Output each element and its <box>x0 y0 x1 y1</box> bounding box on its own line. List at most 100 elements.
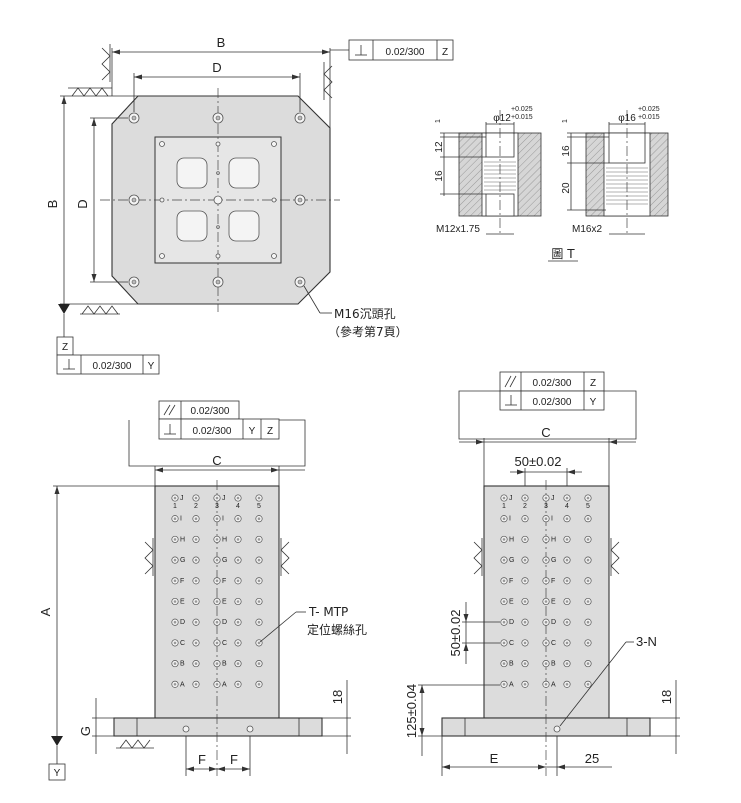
tmtp-hole-core <box>236 600 240 603</box>
row-letter: A <box>180 681 185 688</box>
gdt-value: 0.02/300 <box>191 406 230 417</box>
row-letter: H <box>509 536 514 543</box>
row-letter: D <box>509 619 514 626</box>
tmtp-hole-core <box>586 517 590 520</box>
tmtp-hole-core <box>194 683 198 686</box>
gdt-frame-top-view-bottom: Z 0.02/300 Y <box>56 314 160 375</box>
tmtp-hole-core <box>215 620 219 624</box>
callout-3n: 3-N <box>636 634 657 649</box>
tmtp-hole-core <box>194 579 198 583</box>
column-number: 2 <box>194 503 198 510</box>
tmtp-hole-core <box>257 620 261 624</box>
row-letter: G <box>551 557 556 564</box>
tmtp-hole-core <box>236 558 240 562</box>
tmtp-hole-core <box>257 662 261 665</box>
detail-m12-tol: +0.025 <box>511 106 533 113</box>
tmtp-hole-core <box>257 538 261 541</box>
top-view: B D B D <box>45 35 454 375</box>
tmtp-hole-core <box>257 579 261 583</box>
column-number: 1 <box>173 503 177 510</box>
tmtp-hole-core <box>565 662 569 665</box>
tmtp-hole-core <box>523 641 527 645</box>
tmtp-hole-core <box>523 538 527 541</box>
tmtp-hole-core <box>173 517 177 520</box>
detail-t: φ12 +0.025 +0.015 1 12 16 M12x1.75 φ16 +… <box>434 106 669 262</box>
dim-d-top: D <box>212 60 221 75</box>
tmtp-hole-core <box>215 600 219 603</box>
row-letter: J <box>180 495 184 502</box>
tmtp-hole-core <box>586 558 590 562</box>
tmtp-hole-core <box>502 558 506 562</box>
tmtp-hole-core <box>586 662 590 665</box>
tmtp-hole-core <box>215 683 219 686</box>
tmtp-hole-core <box>173 683 177 686</box>
datum-y-label: Y <box>54 768 61 779</box>
tmtp-hole-core <box>257 517 261 520</box>
detail-m16-dia: φ16 <box>618 113 636 124</box>
tmtp-hole-core <box>502 538 506 541</box>
tmtp-hole-core <box>565 538 569 541</box>
detail-m12-dia: φ12 <box>493 113 511 124</box>
tmtp-hole-core <box>544 496 548 500</box>
row-letter: A <box>509 681 514 688</box>
m16-callout: M16沉頭孔 <box>334 307 396 321</box>
datum-triangle-icon <box>51 736 63 746</box>
dim-f: F <box>198 752 206 767</box>
tmtp-hole-core <box>257 600 261 603</box>
column-number: 4 <box>565 503 569 510</box>
tmtp-hole-core <box>544 538 548 541</box>
datum-triangle-icon <box>58 304 70 314</box>
tmtp-hole-core <box>523 517 527 520</box>
tmtp-hole-core <box>236 496 240 500</box>
tmtp-hole-core <box>544 558 548 562</box>
column-number: 2 <box>523 503 527 510</box>
tmtp-hole-core <box>565 579 569 583</box>
row-letter: J <box>551 495 555 502</box>
tmtp-hole-core <box>194 517 198 520</box>
row-letter: I <box>222 516 224 523</box>
dim-25: 25 <box>585 751 599 766</box>
tmtp-hole-core <box>194 496 198 500</box>
detail-m12-thread: M12x1.75 <box>436 224 480 235</box>
tmtp-hole-core <box>565 683 569 686</box>
detail-dim: 20 <box>561 182 572 194</box>
tmtp-hole-core <box>236 620 240 624</box>
pocket <box>176 210 208 242</box>
tmtp-hole-core <box>236 662 240 665</box>
tmtp-hole-core <box>523 683 527 686</box>
tmtp-hole-core <box>565 517 569 520</box>
dim-18-right: 18 <box>659 690 674 704</box>
row-letter: I <box>551 516 553 523</box>
dim-f: F <box>230 752 238 767</box>
row-letter: C <box>551 640 556 647</box>
row-letter: C <box>222 640 227 647</box>
tmtp-hole-core <box>586 620 590 624</box>
support-symbol-icon <box>68 44 333 315</box>
tmtp-hole-core <box>194 641 198 645</box>
support-symbol-icon <box>473 538 620 576</box>
column-number: 5 <box>257 503 261 510</box>
detail-dim: 12 <box>434 141 445 153</box>
dim-e: E <box>490 751 499 766</box>
tmtp-hole-core <box>215 662 219 665</box>
row-letter: A <box>222 681 227 688</box>
tmtp-hole-core <box>194 538 198 541</box>
gdt-datum: Y <box>590 397 597 408</box>
gdt-value: 0.02/300 <box>533 378 572 389</box>
row-letter: B <box>180 661 185 668</box>
row-letter: E <box>509 599 514 606</box>
row-letter: D <box>551 619 556 626</box>
tmtp-hole-core <box>523 600 527 603</box>
tmtp-hole-core <box>215 641 219 645</box>
row-letter: D <box>180 619 185 626</box>
dim-d-left: D <box>75 199 90 208</box>
tmtp-hole-core <box>586 600 590 603</box>
tmtp-hole-core <box>565 496 569 500</box>
gdt-datum: Z <box>267 426 273 437</box>
dim-b-left: B <box>45 200 60 209</box>
row-letter: F <box>551 578 555 585</box>
inner-plate-holes <box>159 141 277 259</box>
detail-dim: 1 <box>562 119 569 123</box>
